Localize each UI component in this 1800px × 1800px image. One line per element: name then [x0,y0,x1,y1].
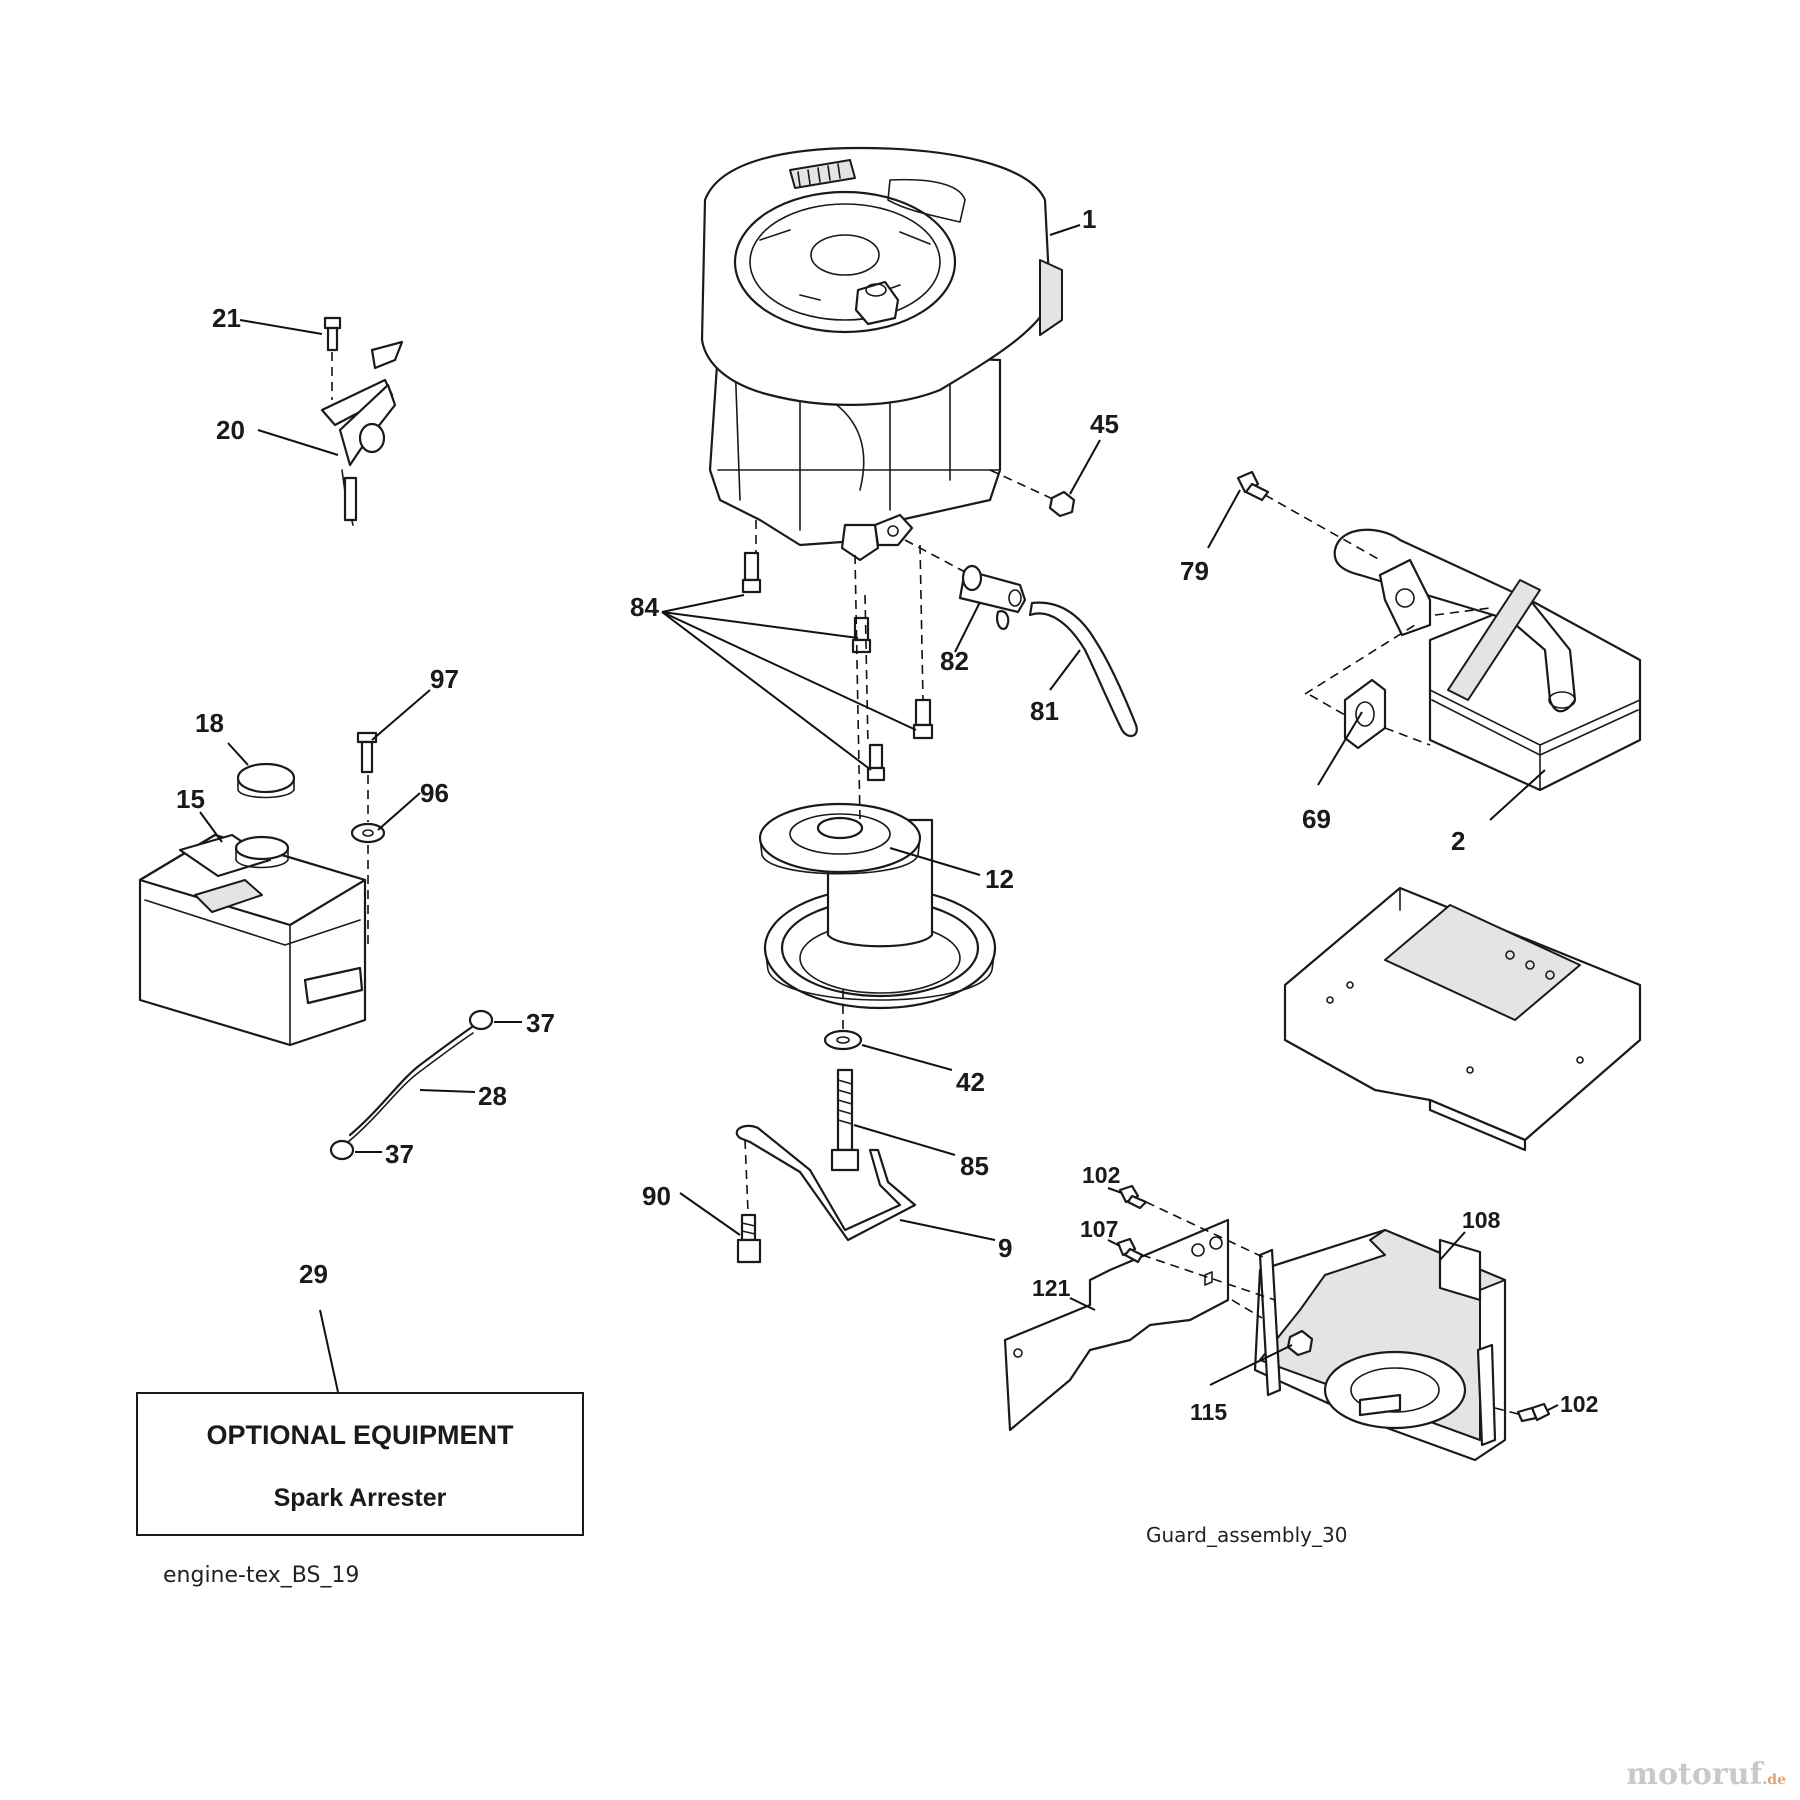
callout-85: 85 [960,1151,989,1181]
callout-21: 21 [212,303,241,333]
guard-housing-part [1253,1228,1507,1462]
watermark-logo: motoruf.de [1626,1757,1786,1792]
fuel-pump-part [958,564,1027,630]
fuel-line-part [347,1023,477,1143]
callout-2: 2 [1451,826,1465,856]
watermark-brand: motoruf [1626,1757,1763,1792]
optional-equipment-item: Spark Arrester [273,1484,447,1512]
callout-29: 29 [299,1259,328,1289]
fuel-clamp-lower-part [329,1139,355,1161]
muffler-gasket-part [1343,678,1387,750]
engine-mount-bolts-part [741,551,934,782]
callout-102-right: 102 [1560,1391,1598,1417]
leader-lines [199,224,1559,1411]
muffler-part [1333,528,1642,792]
callout-84: 84 [630,592,659,622]
callout-37-lower: 37 [385,1139,414,1169]
throttle-screw-part [323,316,342,352]
throttle-bracket-part [320,340,404,526]
engine-diagram-caption: engine-tex_BS_19 [163,1563,359,1588]
muffler-bolt-part [1236,470,1270,502]
belt-guide-part [735,1124,917,1242]
fuel-cap-part [236,762,296,799]
pulley-bolt-part [830,1068,860,1172]
fuel-tank-part [138,833,367,1047]
callout-107: 107 [1080,1216,1118,1242]
callout-28: 28 [478,1081,507,1111]
callout-37-upper: 37 [526,1008,555,1038]
callout-102-upper: 102 [1082,1162,1120,1188]
breather-hose-part [1028,601,1138,738]
alignment-lines [331,352,1519,1415]
callout-82: 82 [940,646,969,676]
pulley-washer-part [823,1029,863,1051]
callout-18: 18 [195,708,224,738]
callout-121: 121 [1032,1275,1071,1301]
callout-1: 1 [1082,204,1096,234]
watermark-tld: .de [1762,1772,1786,1788]
callout-108: 108 [1462,1207,1501,1233]
belt-guide-bolt-part [736,1213,762,1264]
callout-96: 96 [420,778,449,808]
fuel-clamp-upper-part [468,1009,494,1031]
guard-screw-upper-part [1118,1184,1148,1210]
callout-69: 69 [1302,804,1331,834]
callout-81: 81 [1030,696,1059,726]
engine-part [700,146,1063,562]
callout-9: 9 [998,1233,1012,1263]
guard-screw-107-part [1116,1237,1144,1264]
callout-90: 90 [642,1181,671,1211]
callout-45: 45 [1090,409,1119,439]
callout-15: 15 [176,784,205,814]
callout-12: 12 [985,864,1014,894]
callout-42: 42 [956,1067,985,1097]
guard-diagram-caption: Guard_assembly_30 [1146,1523,1347,1547]
callout-labels: 1 2 9 12 15 18 20 21 28 29 37 37 42 45 6… [176,204,1598,1425]
callout-20: 20 [216,415,245,445]
engine-pulley-part [758,802,997,1010]
tank-bolt-part [356,731,378,774]
callout-115: 115 [1190,1399,1227,1425]
callout-79: 79 [1180,556,1209,586]
guard-plate-part [1003,1218,1230,1432]
engine-mount-plate-part [1283,886,1642,1152]
optional-equipment-box: OPTIONAL EQUIPMENT Spark Arrester [136,1392,584,1536]
engine-nut-part [1048,490,1076,518]
optional-equipment-title: OPTIONAL EQUIPMENT [206,1420,514,1450]
callout-97: 97 [430,664,459,694]
tank-washer-part [350,822,386,844]
guard-screw-right-part [1516,1402,1551,1423]
